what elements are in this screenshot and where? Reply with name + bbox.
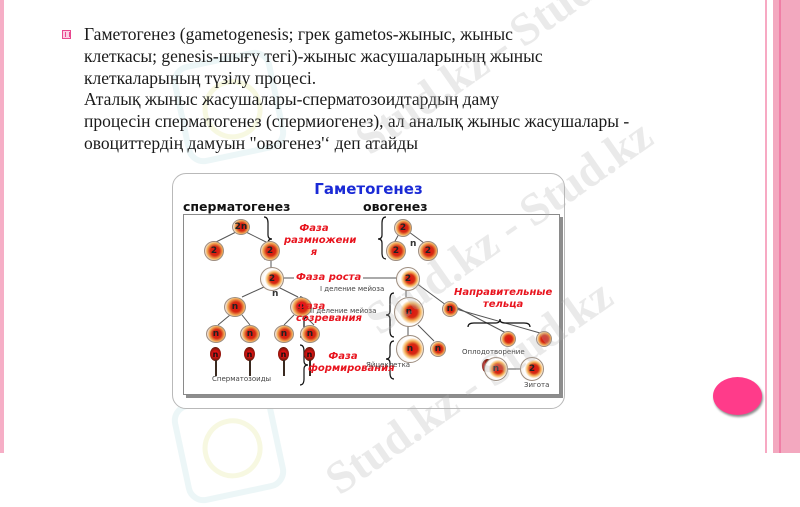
paragraph-line: овоциттердің дамуын "овогенез'‘ деп атай…: [84, 132, 418, 153]
pink-square-bullet-icon: [62, 30, 71, 39]
spermatozoon-icon: n: [210, 347, 221, 361]
phase-line: Фаза: [296, 301, 326, 312]
spermatogonium-cell: 2n: [232, 219, 250, 235]
oogonium-cell: 2: [418, 241, 438, 261]
spermatozoon-icon: n: [244, 347, 255, 361]
paragraph-line: процесін сперматогенез (спермиогенез), а…: [84, 111, 630, 132]
phase-line: Фаза: [299, 223, 329, 234]
meiosis-1-label: I деление мейоза: [320, 285, 385, 293]
spermatozoon-icon: n: [304, 347, 315, 361]
right-border-accent-line: [779, 0, 781, 453]
zygote-label: Зигота: [524, 381, 550, 389]
pink-circle-decoration: [713, 377, 762, 415]
paragraph-line: Гаметогенез (gametogenesis; грек gametos…: [84, 24, 513, 44]
phase-maturation-label: Фаза созревания: [296, 301, 362, 325]
polar-bodies-label: Направительные тельца: [454, 287, 552, 311]
sperm-tail: [215, 360, 217, 376]
left-border-rule: [0, 0, 4, 453]
fertilization-label: Оплодотворение: [462, 348, 525, 356]
phase-line: тельца: [482, 299, 524, 310]
egg-cell-label: Яйцеклетка: [366, 361, 411, 369]
phase-growth-label: Фаза роста: [294, 272, 364, 284]
fertilized-egg-cell: n: [484, 357, 508, 381]
phase-formation-label: Фаза формирования: [308, 351, 395, 375]
paragraph-line: Аталық жыныс жасушалары-сперматозоидтард…: [84, 89, 500, 110]
polar-body-cell: n: [442, 301, 458, 317]
spermatozoa-label: Сперматозоиды: [212, 375, 272, 383]
spermatogenesis-column-title: сперматогенез: [183, 199, 291, 214]
sperm-tail: [309, 360, 311, 376]
polar-body-cell: n: [430, 341, 446, 357]
slide-text-block: Гаметогенез (gametogenesis; грек gametos…: [62, 24, 742, 155]
right-border-thin-line: [765, 0, 767, 453]
zygote-cell: 2: [520, 357, 544, 381]
spermatid-cell: n: [274, 325, 294, 343]
diagram-canvas: 2n 2 2 2 n n n n n n n n n n n Сперматоз…: [183, 214, 560, 395]
right-border-band: [773, 0, 800, 453]
oogenesis-column-title: овогенез: [363, 199, 428, 214]
secondary-oocyte-cell: n: [394, 297, 424, 327]
egg-cell: n: [396, 335, 424, 363]
secondary-spermatocyte-cell: n: [224, 297, 246, 317]
phase-line: размножени: [284, 235, 357, 246]
ploidy-label: n: [410, 239, 417, 249]
sperm-tail: [249, 360, 251, 376]
polar-body-cell: [536, 331, 552, 347]
secondary-spermatocyte-cell: n: [290, 297, 312, 317]
gametogenesis-diagram: Гаметогенез сперматогенез овогенез: [172, 173, 565, 409]
sperm-tail: [283, 360, 285, 376]
oogonium-cell: 2: [386, 241, 406, 261]
spermatogonium-cell: 2: [204, 241, 224, 261]
diagram-title: Гаметогенез: [314, 180, 423, 198]
spermatogonium-cell: 2: [260, 241, 280, 261]
polar-body-cell: [500, 331, 516, 347]
spermatid-cell: n: [300, 325, 320, 343]
phase-line: Направительные: [454, 287, 553, 298]
primary-oocyte-cell: 2: [396, 267, 420, 291]
spermatozoon-icon: n: [278, 347, 289, 361]
spermatid-cell: n: [206, 325, 226, 343]
paragraph-line: клеткаларының түзілу процесі.: [84, 67, 317, 88]
paragraph-line: клеткасы; genesis-шығу тегі)-жыныс жасуш…: [84, 45, 543, 66]
phase-line: я: [310, 247, 318, 258]
phase-reproduction-label: Фаза размножени я: [284, 223, 357, 259]
paragraph: Гаметогенез (gametogenesis; грек gametos…: [84, 24, 742, 155]
ploidy-label: n: [272, 289, 279, 299]
phase-line: Фаза: [328, 351, 358, 362]
oogonium-cell: 2: [394, 219, 412, 237]
meiosis-2-label: II деление мейоза: [310, 307, 377, 315]
phase-line: формирования: [308, 363, 395, 374]
primary-spermatocyte-cell: 2: [260, 267, 284, 291]
spermatid-cell: n: [240, 325, 260, 343]
phase-line: созревания: [296, 313, 362, 324]
